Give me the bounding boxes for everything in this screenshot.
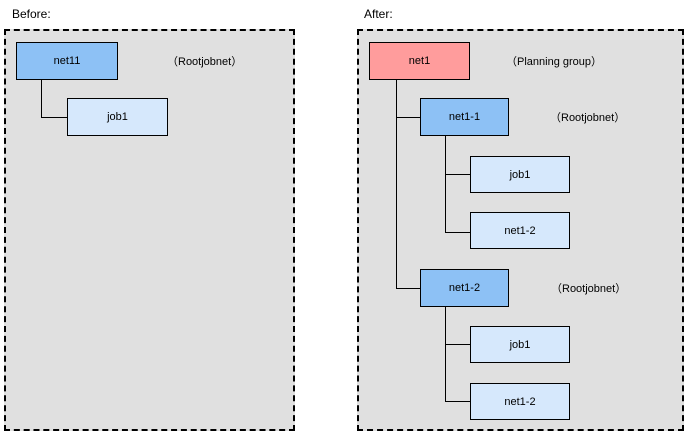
node-net1-1-child-net1-2: net1-2 bbox=[470, 212, 570, 249]
after-section-label: After: bbox=[364, 7, 393, 21]
node-label: net1-1 bbox=[448, 111, 481, 123]
node-net1-1-child-job1: job1 bbox=[470, 156, 570, 193]
connector-net11-to-job1 bbox=[41, 117, 67, 118]
node-before-job1: job1 bbox=[67, 98, 168, 136]
connector-net1-1-to-net1-2 bbox=[445, 232, 470, 233]
before-section-label: Before: bbox=[12, 7, 51, 21]
node-net1-1-rootjobnet: net1-1 bbox=[420, 98, 509, 136]
node-label: job1 bbox=[509, 338, 531, 351]
connector-net1-1-to-job1 bbox=[445, 174, 470, 175]
annotation-net1-1-rootjobnet: （Rootjobnet） bbox=[550, 112, 626, 124]
connector-net1-to-net1-2 bbox=[396, 288, 420, 289]
node-net1-planning-group: net1 bbox=[369, 42, 470, 80]
connector-net1-2-vertical bbox=[445, 307, 446, 401]
node-net1-2-child-job1: job1 bbox=[470, 326, 570, 363]
before-panel bbox=[4, 29, 295, 431]
node-net11-rootjobnet: net11 bbox=[16, 42, 118, 80]
connector-net1-2-to-job1 bbox=[445, 344, 470, 345]
node-label: net11 bbox=[53, 55, 81, 67]
connector-net11-vertical bbox=[41, 80, 42, 117]
node-label: job1 bbox=[107, 111, 128, 123]
node-label: net1-2 bbox=[448, 282, 481, 294]
node-net1-2-rootjobnet: net1-2 bbox=[420, 269, 509, 307]
node-label: net1 bbox=[408, 55, 431, 67]
node-label: net1-2 bbox=[504, 224, 536, 237]
connector-net1-to-net1-1 bbox=[396, 117, 420, 118]
node-label: net1-2 bbox=[504, 395, 536, 408]
connector-net1-1-vertical bbox=[445, 136, 446, 232]
annotation-planning-group: （Planning group） bbox=[506, 56, 603, 68]
annotation-net1-2-rootjobnet: （Rootjobnet） bbox=[551, 283, 627, 295]
connector-net1-vertical bbox=[396, 80, 397, 288]
connector-net1-2-to-net1-2 bbox=[445, 401, 470, 402]
node-net1-2-child-net1-2: net1-2 bbox=[470, 383, 570, 420]
node-label: job1 bbox=[509, 168, 531, 181]
annotation-before-rootjobnet: （Rootjobnet） bbox=[167, 56, 243, 68]
